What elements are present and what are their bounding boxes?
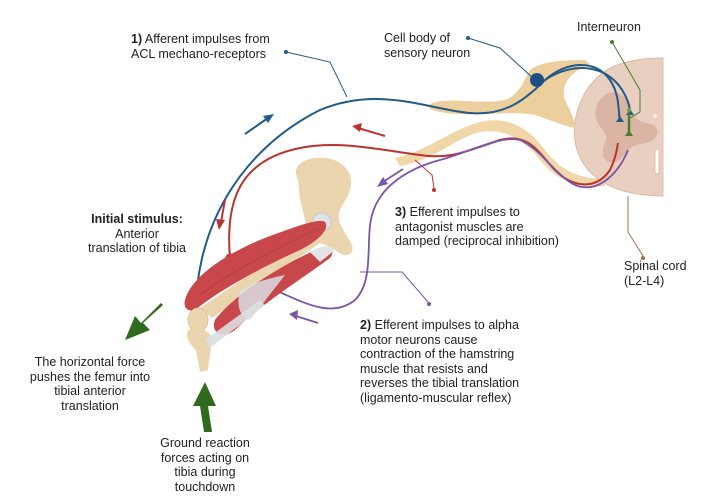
label-line: (L2-L4) bbox=[624, 273, 665, 288]
knee-joint bbox=[187, 307, 209, 333]
label-line: tibial anterior bbox=[54, 384, 126, 398]
tibia bbox=[187, 328, 212, 372]
label-interneuron: Interneuron bbox=[577, 20, 641, 34]
alpha-leader bbox=[360, 271, 429, 303]
label-line: tibia during bbox=[174, 465, 236, 479]
spinal-cord bbox=[573, 57, 664, 197]
label-line: forces acting on bbox=[160, 450, 250, 465]
label-line: Efferent impulses to bbox=[409, 205, 520, 219]
label-line: Spinal cord bbox=[624, 259, 687, 273]
label-initial-stimulus: Initial stimulus: Anterior translation o… bbox=[82, 212, 192, 256]
label-line: contraction of the hamstring bbox=[360, 347, 515, 361]
interneuron-leader bbox=[611, 41, 641, 119]
label-number: 1) bbox=[131, 32, 143, 46]
label-number: 3) bbox=[395, 205, 407, 219]
afferent-leader bbox=[285, 51, 348, 98]
label-ground-reaction: Ground reaction forces acting on tibia d… bbox=[150, 436, 260, 494]
ground-reaction-arrow bbox=[193, 382, 216, 432]
label-line: ACL mechano-receptors bbox=[131, 46, 267, 61]
label-line: Afferent impulses from bbox=[144, 32, 270, 46]
horizontal-force-arrow bbox=[125, 303, 163, 340]
label-line: Ground reaction bbox=[160, 436, 250, 450]
interneuron bbox=[610, 40, 641, 136]
label-alpha-motor: 2) Efferent impulses to alpha motor neur… bbox=[360, 318, 519, 405]
ventral-root bbox=[395, 120, 605, 187]
label-antagonist: 3) Efferent impulses to antagonist muscl… bbox=[395, 205, 559, 249]
label-line: translation bbox=[61, 398, 119, 413]
label-cell-body: Cell body of sensory neuron bbox=[384, 31, 470, 60]
label-line: Cell body of bbox=[384, 31, 451, 45]
grey-matter bbox=[595, 92, 658, 163]
label-line: pushes the femur into bbox=[29, 369, 151, 384]
sensory-cell-body bbox=[530, 73, 544, 87]
antagonist-leader bbox=[414, 159, 435, 189]
label-line: (ligamento-muscular reflex) bbox=[360, 390, 512, 405]
cell-body-leader bbox=[467, 37, 534, 79]
label-line: damped (reciprocal inhibition) bbox=[395, 234, 559, 248]
label-line: translation of tibia bbox=[88, 241, 186, 255]
label-line: Efferent impulses to alpha bbox=[374, 318, 519, 332]
label-spinal-cord: Spinal cord (L2-L4) bbox=[624, 259, 687, 288]
label-afferent: 1) Afferent impulses from ACL mechano-re… bbox=[131, 32, 270, 61]
label-number: 2) bbox=[360, 318, 372, 332]
label-line: Anterior bbox=[115, 226, 159, 241]
label-line: reverses the tibial translation bbox=[360, 376, 520, 390]
label-line: motor neurons cause bbox=[360, 332, 478, 347]
label-title: Initial stimulus: bbox=[91, 212, 183, 226]
label-line: touchdown bbox=[174, 479, 236, 494]
quadriceps-muscle bbox=[184, 220, 327, 311]
label-line: muscle that resists and bbox=[360, 361, 488, 376]
label-line: The horizontal force bbox=[34, 355, 146, 369]
label-line: antagonist muscles are bbox=[395, 219, 524, 234]
label-horizontal-force: The horizontal force pushes the femur in… bbox=[20, 355, 160, 413]
spinal-cord-leader bbox=[627, 196, 644, 257]
afferent-arrow bbox=[244, 117, 269, 135]
label-line: sensory neuron bbox=[384, 45, 471, 60]
